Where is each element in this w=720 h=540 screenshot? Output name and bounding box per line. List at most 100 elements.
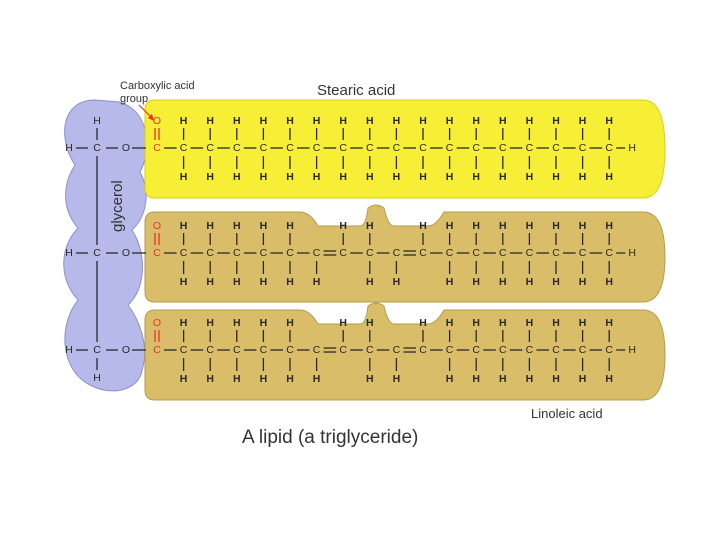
chain-h-bottom-1-1: H xyxy=(180,276,188,288)
chain-h-bottom-1-4: H xyxy=(260,276,268,288)
linoleic-acid-label: Linoleic acid xyxy=(531,406,603,421)
carbonyl-oxygen-1: O xyxy=(153,220,161,232)
chain-h-bottom-1-11: H xyxy=(446,276,454,288)
atom-labels: H C O H C O H C O H H C O C H H C H H C H H C H H C H H C H H C H H C H H C H H… xyxy=(65,115,636,385)
terminal-h-1: H xyxy=(628,247,636,259)
carboxyl-label-line1: Carboxylic acid xyxy=(120,80,195,92)
chain-h-top-2-13: H xyxy=(499,317,507,329)
chain-h-top-1-12: H xyxy=(472,220,480,232)
chain-h-top-1-10: H xyxy=(419,220,427,232)
chain-h-bottom-2-9: H xyxy=(393,373,401,385)
figure-caption: A lipid (a triglyceride) xyxy=(242,427,418,448)
chain-h-bottom-0-13: H xyxy=(499,171,507,183)
chain-carbon-1-8: C xyxy=(366,247,374,259)
carbonyl-oxygen-2: O xyxy=(153,317,161,329)
chain-carbon-0-9: C xyxy=(393,142,401,154)
chain-h-bottom-1-13: H xyxy=(499,276,507,288)
chain-carbon-2-14: C xyxy=(526,344,534,356)
chain-h-top-1-14: H xyxy=(526,220,534,232)
chain-carbon-1-12: C xyxy=(472,247,480,259)
chain-h-bottom-1-2: H xyxy=(206,276,214,288)
chain-h-bottom-0-3: H xyxy=(233,171,241,183)
chain-carbon-0-7: C xyxy=(339,142,347,154)
chain-carbon-1-15: C xyxy=(552,247,560,259)
chain-h-bottom-1-14: H xyxy=(526,276,534,288)
glycerol-oxygen-2: O xyxy=(122,344,130,356)
chain-h-bottom-1-17: H xyxy=(605,276,613,288)
chain-h-top-0-15: H xyxy=(552,115,560,127)
chain-h-bottom-2-16: H xyxy=(579,373,587,385)
chain-h-top-1-4: H xyxy=(260,220,268,232)
chain-h-top-1-17: H xyxy=(605,220,613,232)
chain-h-top-2-10: H xyxy=(419,317,427,329)
chain-carbon-0-6: C xyxy=(313,142,321,154)
chain-h-top-0-13: H xyxy=(499,115,507,127)
chain-h-bottom-0-4: H xyxy=(260,171,268,183)
chain-carbon-1-14: C xyxy=(526,247,534,259)
chain-carbon-2-16: C xyxy=(579,344,587,356)
chain-carbon-1-11: C xyxy=(446,247,454,259)
chain-carbon-1-10: C xyxy=(419,247,427,259)
chain-h-bottom-1-5: H xyxy=(286,276,294,288)
chain-h-top-1-13: H xyxy=(499,220,507,232)
chain-carbon-0-14: C xyxy=(526,142,534,154)
chain-h-top-2-8: H xyxy=(366,317,374,329)
carbonyl-carbon-1: C xyxy=(153,247,161,259)
chain-h-top-1-7: H xyxy=(339,220,347,232)
glycerol-oxygen-0: O xyxy=(122,142,130,154)
chain-carbon-0-10: C xyxy=(419,142,427,154)
chain-h-top-1-11: H xyxy=(446,220,454,232)
carboxyl-pointer-arrowhead xyxy=(148,114,154,121)
chain-h-bottom-0-17: H xyxy=(605,171,613,183)
chain-h-bottom-2-5: H xyxy=(286,373,294,385)
chain-h-top-0-10: H xyxy=(419,115,427,127)
stearic-acid-shape xyxy=(144,99,666,199)
chain-h-top-1-8: H xyxy=(366,220,374,232)
terminal-h-0: H xyxy=(628,142,636,154)
chain-h-top-2-16: H xyxy=(579,317,587,329)
chain-carbon-0-8: C xyxy=(366,142,374,154)
chain-h-bottom-0-1: H xyxy=(180,171,188,183)
chain-h-top-0-3: H xyxy=(233,115,241,127)
chain-h-top-2-5: H xyxy=(286,317,294,329)
chain-carbon-0-17: C xyxy=(605,142,613,154)
chain-h-bottom-0-16: H xyxy=(579,171,587,183)
chain-h-bottom-0-8: H xyxy=(366,171,374,183)
glycerol-carbon-2: C xyxy=(93,344,101,356)
chain-carbon-0-2: C xyxy=(206,142,214,154)
chain-h-top-0-6: H xyxy=(313,115,321,127)
chain-carbon-0-11: C xyxy=(446,142,454,154)
chain-h-top-2-3: H xyxy=(233,317,241,329)
chain-h-top-2-7: H xyxy=(339,317,347,329)
glycerol-backbone-shape xyxy=(63,99,148,392)
chain-carbon-2-8: C xyxy=(366,344,374,356)
chain-h-top-1-5: H xyxy=(286,220,294,232)
glycerol-h-bottom: H xyxy=(93,372,101,384)
chain-carbon-0-12: C xyxy=(472,142,480,154)
chain-h-bottom-0-11: H xyxy=(446,171,454,183)
unsaturated-acid-shape xyxy=(144,204,666,303)
chain-h-top-2-12: H xyxy=(472,317,480,329)
chain-h-top-1-16: H xyxy=(579,220,587,232)
chain-h-top-0-16: H xyxy=(579,115,587,127)
chain-h-top-1-15: H xyxy=(552,220,560,232)
glycerol-h-left-1: H xyxy=(65,247,73,259)
chain-h-bottom-2-3: H xyxy=(233,373,241,385)
chain-carbon-0-13: C xyxy=(499,142,507,154)
chain-h-top-0-5: H xyxy=(286,115,294,127)
chain-h-bottom-2-6: H xyxy=(313,373,321,385)
chain-h-top-0-4: H xyxy=(260,115,268,127)
chain-h-top-2-17: H xyxy=(605,317,613,329)
chain-h-bottom-0-2: H xyxy=(206,171,214,183)
chain-carbon-0-16: C xyxy=(579,142,587,154)
chain-carbon-1-6: C xyxy=(313,247,321,259)
chain-h-bottom-0-5: H xyxy=(286,171,294,183)
molecule-backgrounds xyxy=(63,99,666,401)
chain-h-top-0-1: H xyxy=(180,115,188,127)
stearic-acid-label: Stearic acid xyxy=(317,82,395,99)
chain-h-bottom-1-3: H xyxy=(233,276,241,288)
chain-carbon-2-2: C xyxy=(206,344,214,356)
chain-h-bottom-2-2: H xyxy=(206,373,214,385)
chain-h-bottom-2-1: H xyxy=(180,373,188,385)
